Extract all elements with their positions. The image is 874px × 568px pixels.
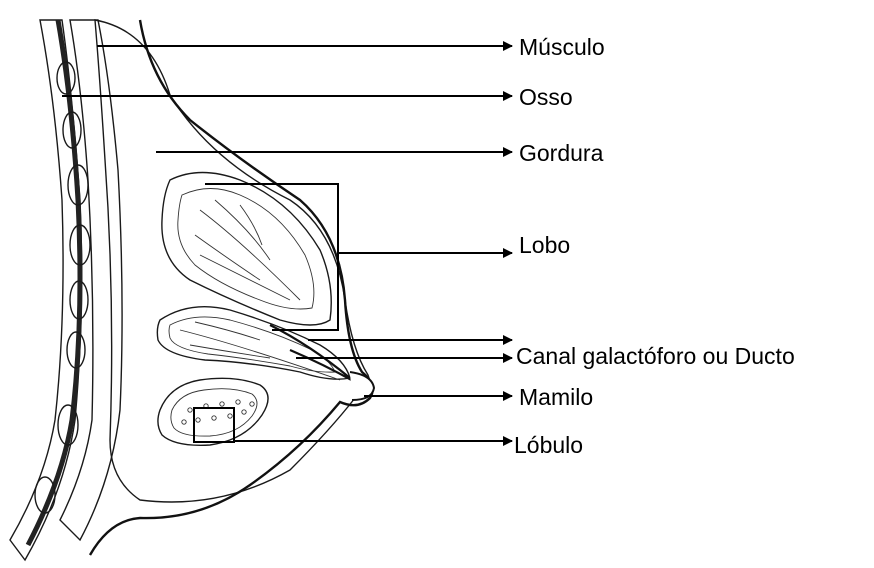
label-bone: Osso (519, 84, 573, 110)
labels: Músculo Osso Gordura Lobo Canal galactóf… (514, 34, 795, 458)
lobule-dot (196, 418, 200, 422)
lobule-dot (236, 400, 240, 404)
chest-wall-stripe (28, 20, 80, 545)
lower-lobe (157, 307, 350, 379)
label-lobe: Lobo (519, 232, 570, 258)
label-lobule: Lóbulo (514, 432, 583, 458)
label-fat: Gordura (519, 140, 604, 166)
label-muscle: Músculo (519, 34, 605, 60)
lobule-dot (228, 414, 232, 418)
label-nipple: Mamilo (519, 384, 593, 410)
lobule-cluster (158, 378, 268, 445)
upper-lobe-ducts (195, 200, 300, 300)
lobule-dot (182, 420, 186, 424)
milk-duct (270, 325, 355, 382)
leader-lines (62, 46, 512, 441)
lobule-dot (250, 402, 254, 406)
lobule-dots (182, 400, 254, 424)
lobule-dot (212, 416, 216, 420)
lobule-highlight-box (194, 408, 234, 442)
anatomy-illustration (10, 20, 374, 560)
lobule-dot (220, 402, 224, 406)
lobule-cluster-inner (171, 389, 257, 436)
lobe-bracket (205, 184, 338, 330)
label-duct: Canal galactóforo ou Ducto (516, 343, 795, 369)
lobule-dot (188, 408, 192, 412)
lobule-dot (242, 410, 246, 414)
